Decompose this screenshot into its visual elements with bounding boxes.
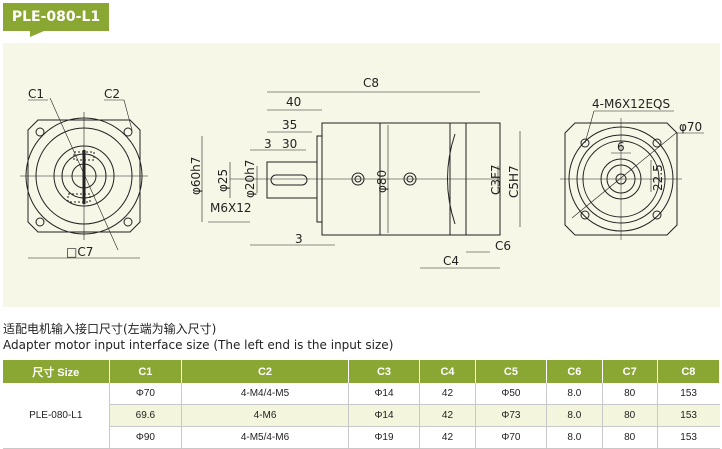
label-c5h7: C5H7 [507,165,521,198]
input-end-view: C1 C2 □C7 [20,87,148,259]
cell: 69.6 [108,404,183,427]
cell: Φ73 [474,404,548,427]
header-c8: C8 [657,360,721,383]
label-phi60h7: φ60h7 [189,157,203,195]
table-header-row: 尺寸 Size C1 C2 C3 C4 C5 C6 C7 C8 [3,360,721,383]
label-6: 6 [617,140,625,154]
tag-pointer [30,31,44,37]
label-c8: C8 [363,76,379,90]
label-3-top: 3 [264,137,272,151]
output-end-view: 4-M6X12EQS φ70 6 22.5 [560,97,704,240]
cell: 8.0 [546,383,603,405]
cell: 80 [601,426,658,449]
cell: Φ14 [347,404,421,427]
label-phi25: φ25 [216,169,230,192]
technical-drawing-panel: C1 C2 □C7 C8 40 35 3 30 M6X12 [3,43,720,307]
cell: 80 [601,383,658,405]
label-c3f7: C3F7 [489,164,503,195]
cell: Φ70 [474,426,548,449]
cell: Φ70 [108,383,183,405]
cell: 153 [656,383,720,405]
label-c1: C1 [28,87,44,101]
label-30: 30 [282,137,297,151]
label-c2: C2 [104,87,120,101]
dimension-table: 尺寸 Size C1 C2 C3 C4 C5 C6 C7 C8 PLE-080-… [3,360,721,449]
label-phi80: φ80 [375,170,389,193]
label-c6: C6 [495,239,511,253]
cell: 8.0 [546,404,603,427]
header-c5: C5 [475,360,548,383]
header-c4: C4 [419,360,476,383]
label-phi20h7: φ20h7 [243,160,257,198]
header-c2: C2 [181,360,349,383]
label-40: 40 [286,95,301,109]
cell: Φ50 [474,383,548,405]
cell: Φ19 [347,426,421,449]
label-m6x12: M6X12 [210,201,251,215]
cell: 153 [656,426,720,449]
cell: Φ14 [347,383,421,405]
model-cell: PLE-080-L1 [3,383,110,449]
label-phi70: φ70 [679,120,702,134]
caption-chinese: 适配电机输入接口尺寸(左端为输入尺寸) [3,322,217,336]
label-22-5: 22.5 [651,164,665,191]
cell: 42 [419,404,476,427]
header-size: 尺寸 Size [3,360,110,383]
label-c7: □C7 [66,245,93,259]
cell: 153 [656,404,720,427]
table-row: Φ90 4-M5/4-M6 Φ19 42 Φ70 8.0 80 153 [3,426,720,449]
label-35: 35 [282,118,297,132]
table-row: 69.6 4-M6 Φ14 42 Φ73 8.0 80 153 [3,404,720,427]
cell: 4-M4/4-M5 [181,383,349,405]
label-mounting-holes: 4-M6X12EQS [592,97,670,111]
header-c1: C1 [109,360,183,383]
header-c6: C6 [546,360,603,383]
cell: 80 [601,404,658,427]
table-row: PLE-080-L1 Φ70 4-M4/4-M5 Φ14 42 Φ50 8.0 … [3,383,720,449]
model-title-tag: PLE-080-L1 [3,3,109,31]
cell: Φ90 [108,426,183,449]
side-view: C8 40 35 3 30 M6X12 3 φ60h7 φ25 φ20h7 φ8… [189,76,521,269]
label-c4: C4 [443,254,459,268]
cell: 42 [419,383,476,405]
cell: 4-M5/4-M6 [181,426,349,449]
label-3-bottom: 3 [295,232,303,246]
caption-english: Adapter motor input interface size (The … [3,338,394,352]
header-c3: C3 [348,360,421,383]
cell: 4-M6 [181,404,349,427]
header-c7: C7 [602,360,658,383]
cell: 42 [419,426,476,449]
cell: 8.0 [546,426,603,449]
